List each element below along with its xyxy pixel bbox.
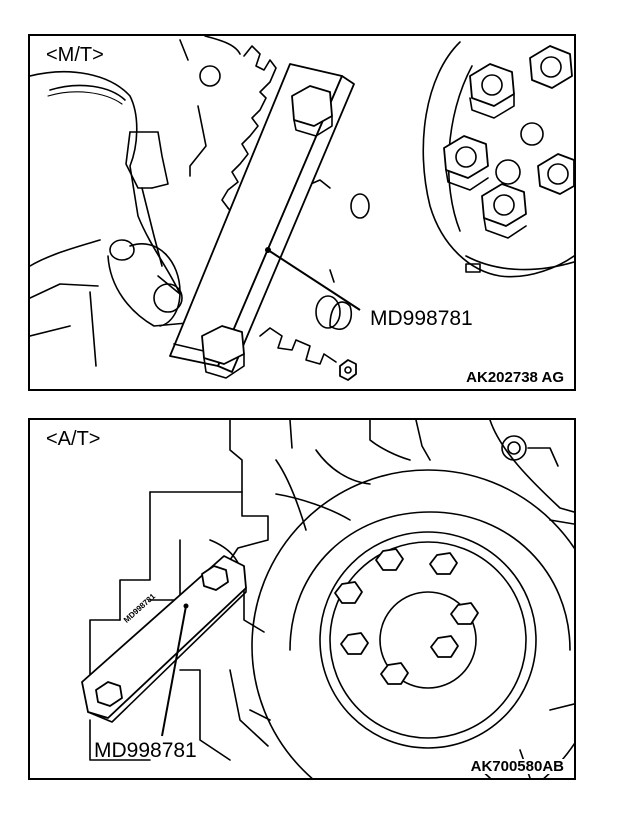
diagram-panel-manual-transmission: <M/T> MD998781 AK202738 AG (28, 34, 576, 391)
figure-id: AK700580AB (468, 758, 566, 775)
transmission-type-label: <M/T> (44, 44, 106, 66)
leader-line-mt (267, 249, 361, 311)
engine-block (89, 420, 574, 778)
diagram-panel-automatic-transmission: MD998781 <A/T> MD998781 AK700580AB (28, 418, 576, 780)
flywheel-right (422, 41, 574, 278)
tool-md998781-bar (81, 555, 247, 723)
automatic-transmission-illustration (81, 420, 574, 778)
drive-plate (251, 469, 574, 778)
figure-id: AK202738 AG (464, 369, 566, 386)
tool-md998781-bar (169, 63, 355, 379)
tool-label: MD998781 (94, 739, 197, 762)
manual-transmission-illustration (30, 36, 574, 381)
tool-label: MD998781 (370, 307, 473, 330)
leader-line-at (161, 605, 187, 737)
small-nut (339, 359, 357, 381)
engine-block-left (30, 36, 370, 367)
transmission-type-label: <A/T> (44, 428, 103, 450)
